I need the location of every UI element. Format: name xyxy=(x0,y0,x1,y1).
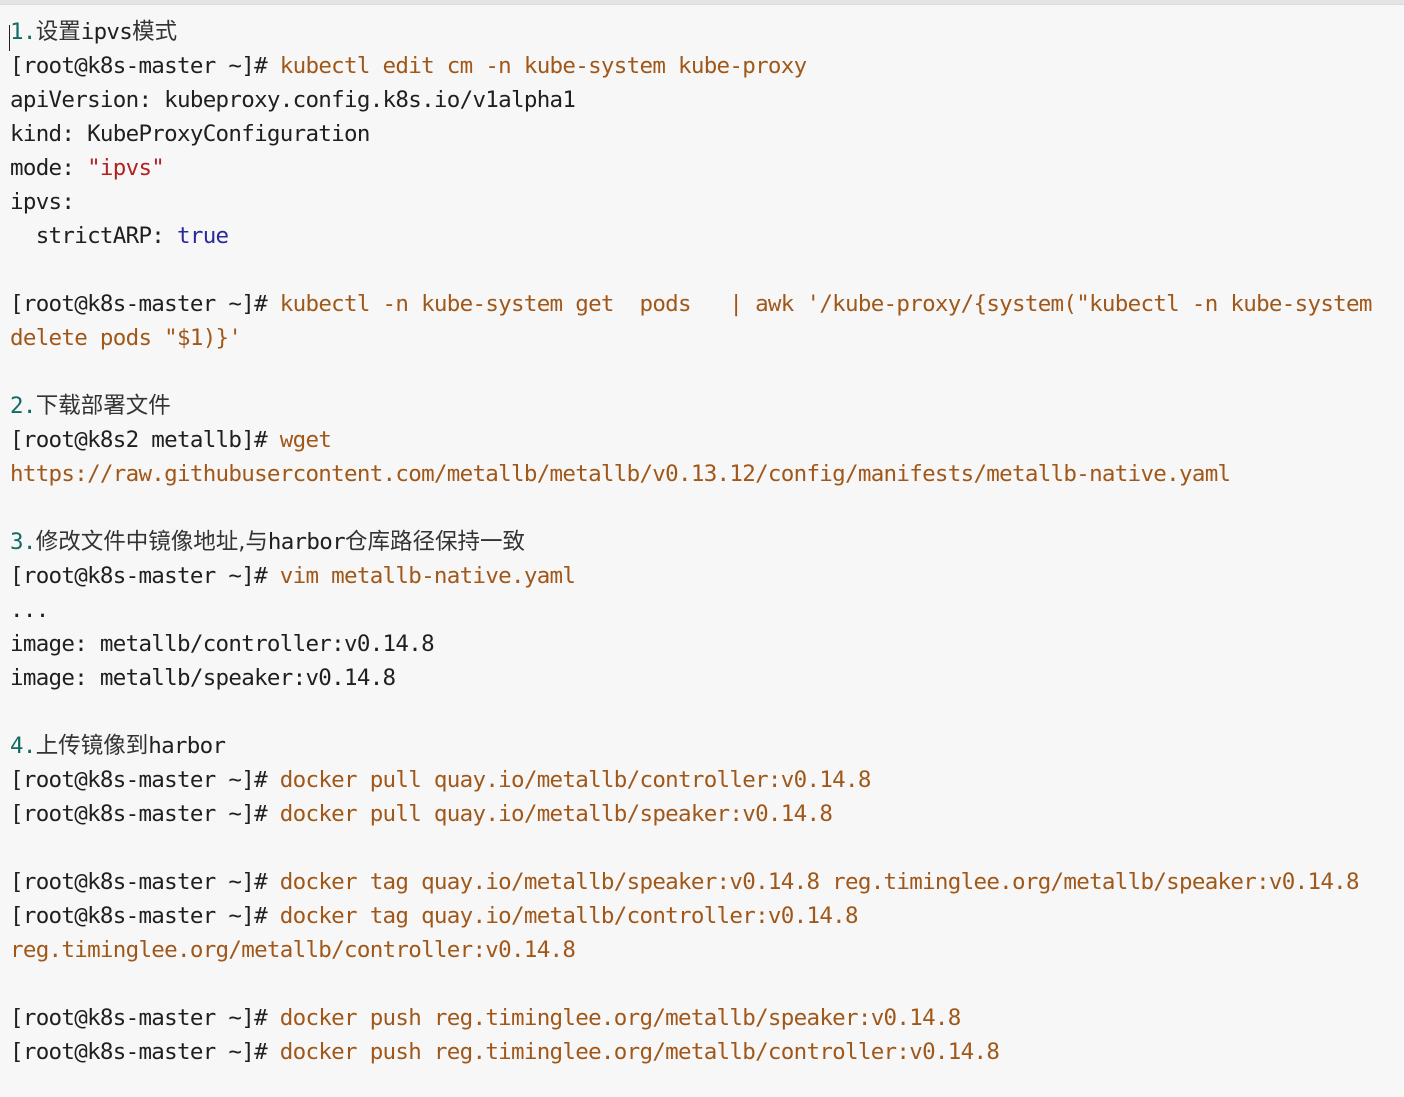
blank-line xyxy=(10,695,1404,729)
shell-prompt: [root@k8s-master ~]# xyxy=(10,53,268,79)
step-number: 1. xyxy=(10,19,36,45)
blank-line xyxy=(10,967,1404,1001)
step-3-heading: 3.修改文件中镜像地址,与harbor仓库路径保持一致 xyxy=(10,525,1404,559)
blank-line xyxy=(10,831,1404,865)
step-title: 修改文件中镜像地址,与 xyxy=(35,529,268,555)
step-title-en: harbor xyxy=(267,529,346,555)
yaml-line: image: metallb/speaker:v0.14.8 xyxy=(10,665,396,691)
command-continuation: https://raw.githubusercontent.com/metall… xyxy=(10,457,1404,491)
shell-command: docker pull quay.io/metallb/speaker:v0.1… xyxy=(266,801,833,827)
yaml-line: kind: KubeProxyConfiguration xyxy=(10,121,370,147)
shell-prompt: [root@k8s-master ~]# xyxy=(10,291,268,317)
step-title-en: ipvs xyxy=(80,19,133,45)
command-line: [root@k8s-master ~]# vim metallb-native.… xyxy=(10,559,1404,593)
step-title-tail: 模式 xyxy=(132,19,178,45)
yaml-key: mode: xyxy=(10,155,88,181)
yaml-line: image: metallb/controller:v0.14.8 xyxy=(10,631,435,657)
top-border xyxy=(0,0,1404,5)
code-block[interactable]: 1.设置ipvs模式 [root@k8s-master ~]# kubectl … xyxy=(0,5,1404,1097)
step-number: 4. xyxy=(10,733,36,759)
shell-prompt: [root@k8s-master ~]# xyxy=(10,563,268,589)
shell-command: docker push reg.timinglee.org/metallb/sp… xyxy=(266,1005,962,1031)
step-number: 3. xyxy=(10,529,36,555)
blank-line xyxy=(10,491,1404,525)
command-continuation: delete pods "$1)}' xyxy=(10,321,1404,355)
shell-command: docker tag quay.io/metallb/controller:v0… xyxy=(266,903,859,929)
shell-prompt: [root@k8s-master ~]# xyxy=(10,869,268,895)
command-continuation: reg.timinglee.org/metallb/controller:v0.… xyxy=(10,933,1404,967)
shell-command: docker pull quay.io/metallb/controller:v… xyxy=(266,767,872,793)
command-line: [root@k8s-master ~]# docker pull quay.io… xyxy=(10,763,1404,797)
step-number: 2. xyxy=(10,393,36,419)
step-title: 上传镜像到 xyxy=(35,733,149,759)
yaml-line: strictARP: true xyxy=(10,219,1404,253)
step-2-heading: 2.下载部署文件 xyxy=(10,389,1404,423)
command-line: [root@k8s-master ~]# kubectl edit cm -n … xyxy=(10,49,1404,83)
yaml-line: apiVersion: kubeproxy.config.k8s.io/v1al… xyxy=(10,87,576,113)
yaml-line: ipvs: xyxy=(10,189,75,215)
step-1-heading: 1.设置ipvs模式 xyxy=(10,15,1404,49)
ellipsis-line: ... xyxy=(10,597,49,623)
shell-prompt: [root@k8s2 metallb]# xyxy=(10,427,268,453)
command-line: [root@k8s-master ~]# docker tag quay.io/… xyxy=(10,899,1404,933)
shell-command: reg.timinglee.org/metallb/controller:v0.… xyxy=(10,937,576,963)
yaml-line: mode: "ipvs" xyxy=(10,151,1404,185)
command-line: [root@k8s-master ~]# kubectl -n kube-sys… xyxy=(10,287,1404,321)
shell-command: wget xyxy=(266,427,332,453)
shell-prompt: [root@k8s-master ~]# xyxy=(10,903,268,929)
step-title-en: harbor xyxy=(148,733,226,759)
shell-command: vim metallb-native.yaml xyxy=(266,563,576,589)
shell-command: kubectl -n kube-system get pods | awk '/… xyxy=(266,291,1373,317)
blank-line xyxy=(10,253,1404,287)
command-line: [root@k8s-master ~]# docker pull quay.io… xyxy=(10,797,1404,831)
command-line: [root@k8s-master ~]# docker push reg.tim… xyxy=(10,1035,1404,1069)
text-cursor xyxy=(9,25,10,51)
shell-prompt: [root@k8s-master ~]# xyxy=(10,801,268,827)
yaml-bool-value: true xyxy=(177,223,229,249)
yaml-key: strictARP: xyxy=(10,223,177,249)
shell-prompt: [root@k8s-master ~]# xyxy=(10,767,268,793)
command-line: [root@k8s-master ~]# docker push reg.tim… xyxy=(10,1001,1404,1035)
shell-command: kubectl edit cm -n kube-system kube-prox… xyxy=(266,53,807,79)
command-line: [root@k8s2 metallb]# wget xyxy=(10,423,1404,457)
step-title: 下载部署文件 xyxy=(35,393,171,419)
shell-command: docker push reg.timinglee.org/metallb/co… xyxy=(266,1039,1000,1065)
shell-prompt: [root@k8s-master ~]# xyxy=(10,1039,268,1065)
step-4-heading: 4.上传镜像到harbor xyxy=(10,729,1404,763)
step-title-tail: 仓库路径保持一致 xyxy=(344,529,525,555)
download-url: https://raw.githubusercontent.com/metall… xyxy=(10,461,1231,487)
blank-line xyxy=(10,355,1404,389)
shell-prompt: [root@k8s-master ~]# xyxy=(10,1005,268,1031)
shell-command: docker tag quay.io/metallb/speaker:v0.14… xyxy=(266,869,1360,895)
command-line: [root@k8s-master ~]# docker tag quay.io/… xyxy=(10,865,1404,899)
yaml-string-value: "ipvs" xyxy=(87,155,165,181)
shell-command: delete pods "$1)}' xyxy=(10,325,242,351)
step-title: 设置 xyxy=(35,19,81,45)
